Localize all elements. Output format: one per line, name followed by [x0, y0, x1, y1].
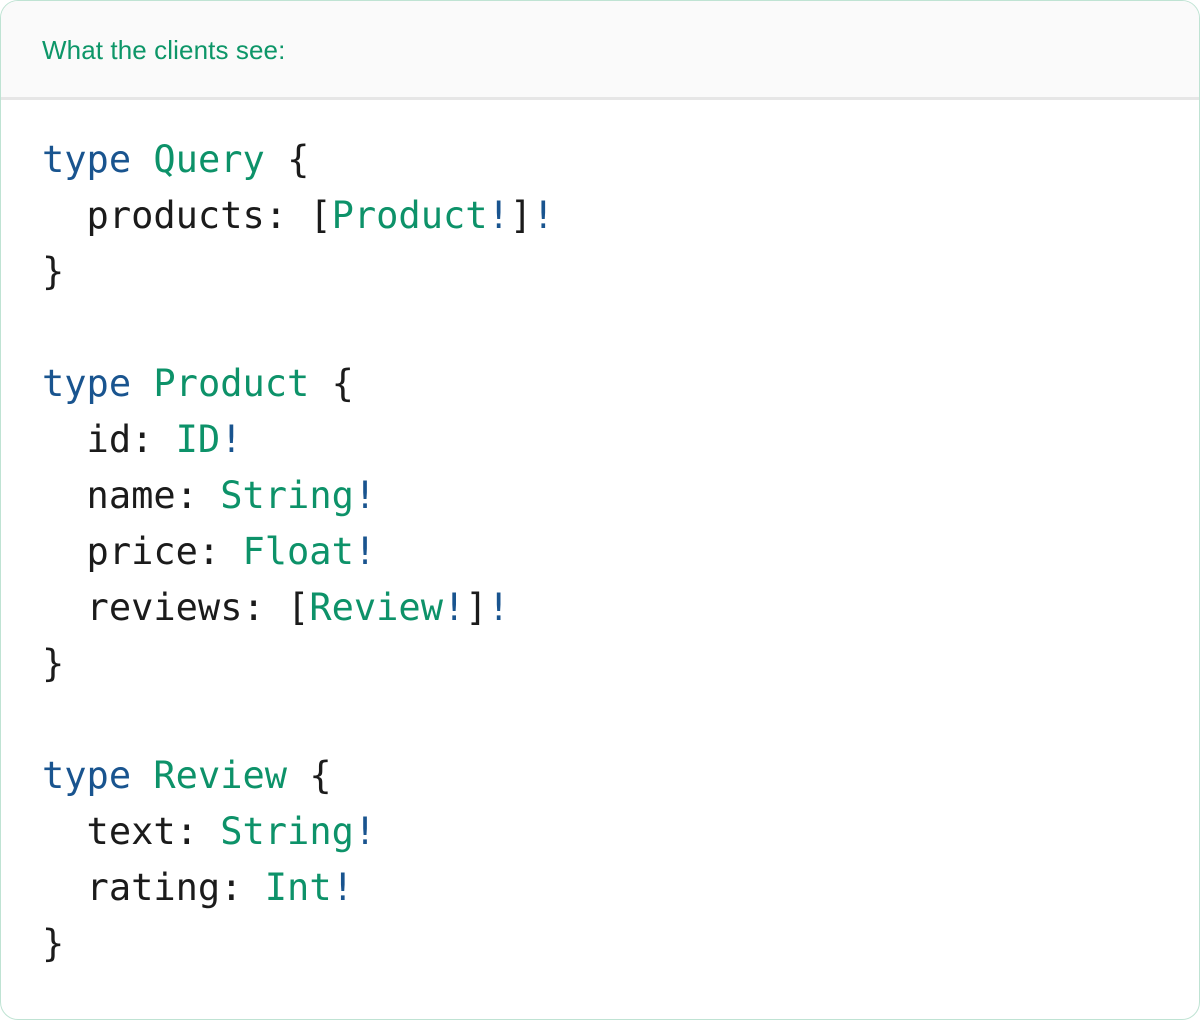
code-token-punct: } [42, 922, 65, 965]
code-token-punct: } [42, 250, 65, 293]
code-line: products: [Product!]! [42, 188, 1199, 244]
code-token-field: price: [42, 530, 243, 573]
code-token-type: Float [242, 530, 354, 573]
code-line: } [42, 244, 1199, 300]
code-token-punct [265, 138, 287, 181]
code-token-kw: type [42, 138, 132, 181]
code-token-punct: ] [465, 586, 488, 629]
code-token-field: rating: [42, 866, 265, 909]
code-line: price: Float! [42, 524, 1199, 580]
code-token-punct [131, 138, 153, 181]
code-token-type: String [220, 810, 354, 853]
code-token-punct: { [309, 754, 332, 797]
code-line: type Review { [42, 748, 1199, 804]
code-line: reviews: [Review!]! [42, 580, 1199, 636]
code-token-field: id: [42, 418, 176, 461]
code-line: rating: Int! [42, 860, 1199, 916]
code-line [42, 300, 1199, 356]
code-token-bang: ! [220, 418, 243, 461]
code-token-field: products: [42, 194, 310, 237]
code-token-bang: ! [353, 530, 377, 573]
code-line: type Query { [42, 132, 1199, 188]
code-token-field: reviews: [42, 586, 288, 629]
code-line [42, 692, 1199, 748]
code-token-type: Product [153, 362, 310, 405]
tab-what-the-clients-see[interactable]: What the clients see: [1, 1, 396, 103]
code-token-type: Review [153, 754, 288, 797]
code-token-type: Int [264, 866, 332, 909]
tab-label: What the clients see: [42, 35, 286, 65]
code-token-type: String [220, 474, 354, 517]
code-token-punct [287, 754, 309, 797]
code-token-punct: { [287, 138, 310, 181]
graphql-schema-code-block: type Query { products: [Product!]!} type… [1, 100, 1199, 972]
code-token-type: ID [175, 418, 221, 461]
code-token-bang: ! [487, 586, 510, 629]
code-token-type: Query [153, 138, 265, 181]
code-line: id: ID! [42, 412, 1199, 468]
code-token-bang: ! [487, 194, 510, 237]
code-token-punct: [ [287, 586, 310, 629]
code-token-punct: ] [509, 194, 533, 237]
code-token-kw: type [42, 754, 132, 797]
tab-bar: What the clients see: [1, 1, 1199, 103]
code-token-type: Product [331, 194, 488, 237]
code-token-punct: [ [309, 194, 332, 237]
code-token-bang: ! [353, 810, 377, 853]
code-line: } [42, 916, 1199, 972]
code-token-field: name: [42, 474, 221, 517]
code-token-punct [131, 362, 153, 405]
code-token-punct [309, 362, 331, 405]
code-token-type: Review [309, 586, 443, 629]
code-line: type Product { [42, 356, 1199, 412]
code-token-bang: ! [442, 586, 466, 629]
code-token-punct [131, 754, 153, 797]
code-token-bang: ! [331, 866, 354, 909]
code-line: text: String! [42, 804, 1199, 860]
code-line: name: String! [42, 468, 1199, 524]
code-token-bang: ! [353, 474, 377, 517]
code-token-field: text: [42, 810, 221, 853]
code-token-kw: type [42, 362, 132, 405]
code-token-bang: ! [532, 194, 555, 237]
code-line: } [42, 636, 1199, 692]
code-token-punct: { [331, 362, 354, 405]
code-token-punct: } [42, 642, 65, 685]
